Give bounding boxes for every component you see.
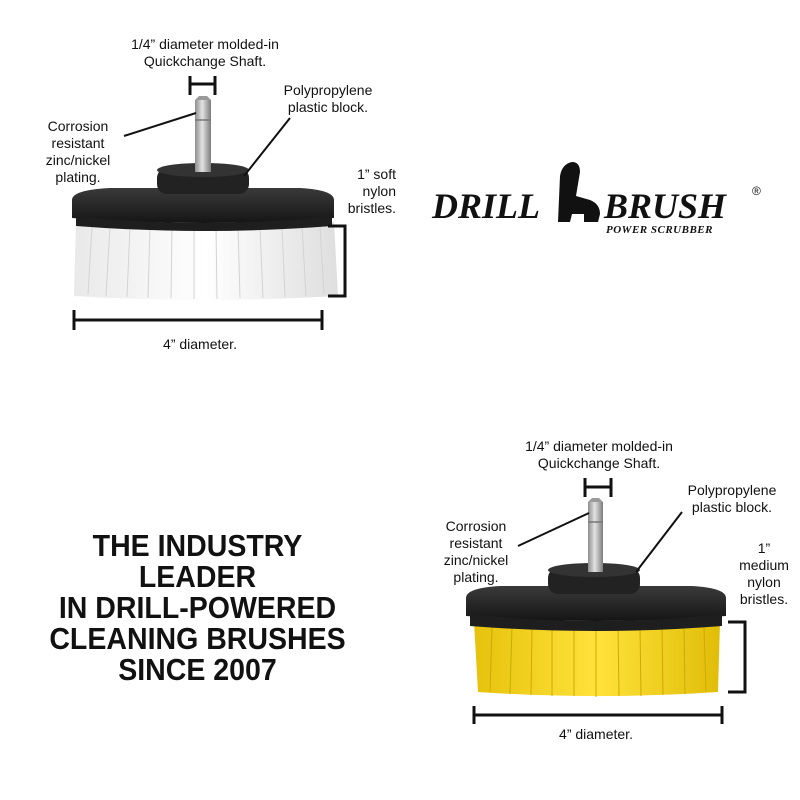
white-brush-bristles xyxy=(74,222,338,300)
headline-line-4: SINCE 2007 xyxy=(118,652,277,687)
yellow-brush xyxy=(466,498,726,697)
yellow-block-label: Polypropylene plastic block. xyxy=(687,482,777,515)
logo-word-drill: DRILL xyxy=(432,186,540,226)
white-plating-label: Corrosion resistant zinc/nickel plating. xyxy=(45,118,111,185)
white-diameter-label: 4” diameter. xyxy=(163,336,237,352)
yellow-dimension-lines xyxy=(472,478,747,724)
registered-mark: ® xyxy=(752,184,761,198)
yellow-bristle-label: 1” medium nylon bristles. xyxy=(739,540,789,607)
logo-tagline: POWER SCRUBBER xyxy=(606,224,713,236)
white-brush xyxy=(72,96,338,300)
headline-line-3: CLEANING BRUSHES xyxy=(49,621,346,656)
white-bristle-label: 1” soft nylon bristles. xyxy=(347,166,396,216)
yellow-plating-label: Corrosion resistant zinc/nickel plating. xyxy=(443,518,509,585)
yellow-brush-bristles xyxy=(474,622,720,697)
yellow-diameter-label: 4” diameter. xyxy=(559,726,633,742)
drill-mascot-icon xyxy=(558,162,600,222)
yellow-brush-block xyxy=(466,563,726,631)
white-dimension-lines xyxy=(72,76,347,330)
yellow-brush-shaft xyxy=(588,498,603,572)
headline-line-2: IN DRILL-POWERED xyxy=(58,590,337,625)
white-brush-shaft xyxy=(195,96,211,172)
yellow-shaft-label: 1/4” diameter molded-in Quickchange Shaf… xyxy=(525,438,673,471)
headline: THE INDUSTRY LEADER IN DRILL-POWERED CLE… xyxy=(34,530,361,685)
white-block-label: Polypropylene plastic block. xyxy=(283,82,373,115)
drill-brush-logo: DRILL BRUSH ® POWER SCRUBBER xyxy=(430,160,770,250)
headline-line-1: THE INDUSTRY LEADER xyxy=(92,528,303,594)
white-shaft-label: 1/4” diameter molded-in Quickchange Shaf… xyxy=(131,36,279,69)
logo-word-brush: BRUSH xyxy=(604,186,727,226)
